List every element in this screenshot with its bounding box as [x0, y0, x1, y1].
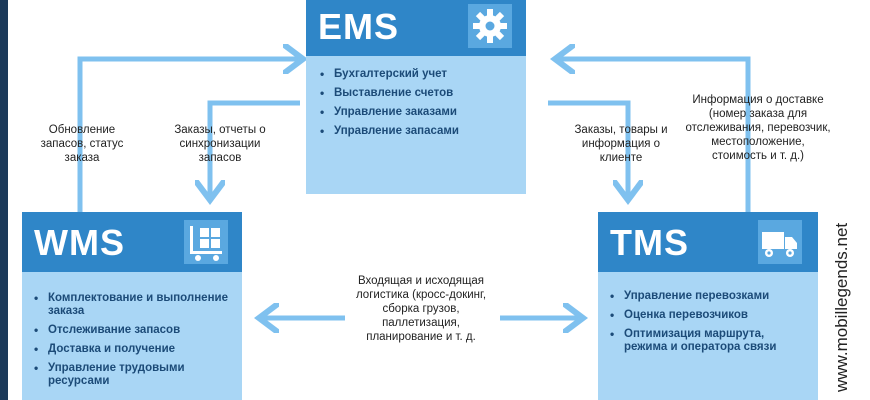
ems-card-header: EMS — [306, 0, 526, 56]
ems-item-list: Бухгалтерский учет Выставление счетов Уп… — [320, 68, 518, 144]
ems-title: EMS — [318, 6, 400, 47]
arrow-ems-to-wms — [210, 100, 300, 195]
flow-label-ems-to-tms: Заказы, товары и информация о клиенте — [574, 124, 668, 164]
left-frame-edge — [0, 0, 8, 400]
ems-item: Управление запасами — [320, 125, 518, 138]
flow-label-wms-tms: Входящая и исходящая логистика (кросс-до… — [355, 275, 487, 343]
wms-item-list: Комплектование и выполнение заказа Отсле… — [34, 292, 234, 394]
wms-item: Отслеживание запасов — [34, 324, 234, 337]
wms-title: WMS — [34, 222, 125, 263]
tms-item-list: Управление перевозками Оценка перевозчик… — [610, 290, 810, 360]
arrow-tms-to-ems — [560, 59, 751, 212]
warehouse-cart-icon — [184, 220, 228, 264]
wms-card: WMS Комплектование и выполнение заказа О… — [22, 212, 242, 400]
ems-card: EMS Бухгалтерский учет Выставление с — [306, 0, 526, 194]
watermark-text: www.mobillegends.net — [832, 222, 851, 392]
tms-title: TMS — [610, 222, 689, 263]
wms-card-header: WMS — [22, 212, 242, 272]
wms-item: Комплектование и выполнение заказа — [34, 292, 234, 318]
tms-item: Оценка перевозчиков — [610, 309, 810, 322]
ems-item: Управление заказами — [320, 106, 518, 119]
flow-label-ems-to-wms: Заказы, отчеты о синхронизации запасов — [174, 124, 266, 164]
ems-item: Выставление счетов — [320, 87, 518, 100]
gear-icon — [468, 4, 512, 48]
flow-label-wms-to-ems: Обновление запасов, статус заказа — [40, 124, 124, 164]
tms-card-header: TMS — [598, 212, 818, 272]
tms-card: TMS Управление перевозками Оценка перево… — [598, 212, 818, 400]
tms-item: Оптимизация маршрута, режима и оператора… — [610, 328, 810, 354]
arrow-wms-to-ems — [77, 59, 298, 212]
wms-item: Управление трудовыми ресурсами — [34, 362, 234, 388]
flow-label-tms-to-ems: Информация о доставке (номер заказа для … — [685, 94, 831, 162]
arrow-ems-to-tms — [548, 100, 628, 195]
truck-icon — [758, 220, 802, 264]
wms-item: Доставка и получение — [34, 343, 234, 356]
ems-item: Бухгалтерский учет — [320, 68, 518, 81]
tms-item: Управление перевозками — [610, 290, 810, 303]
